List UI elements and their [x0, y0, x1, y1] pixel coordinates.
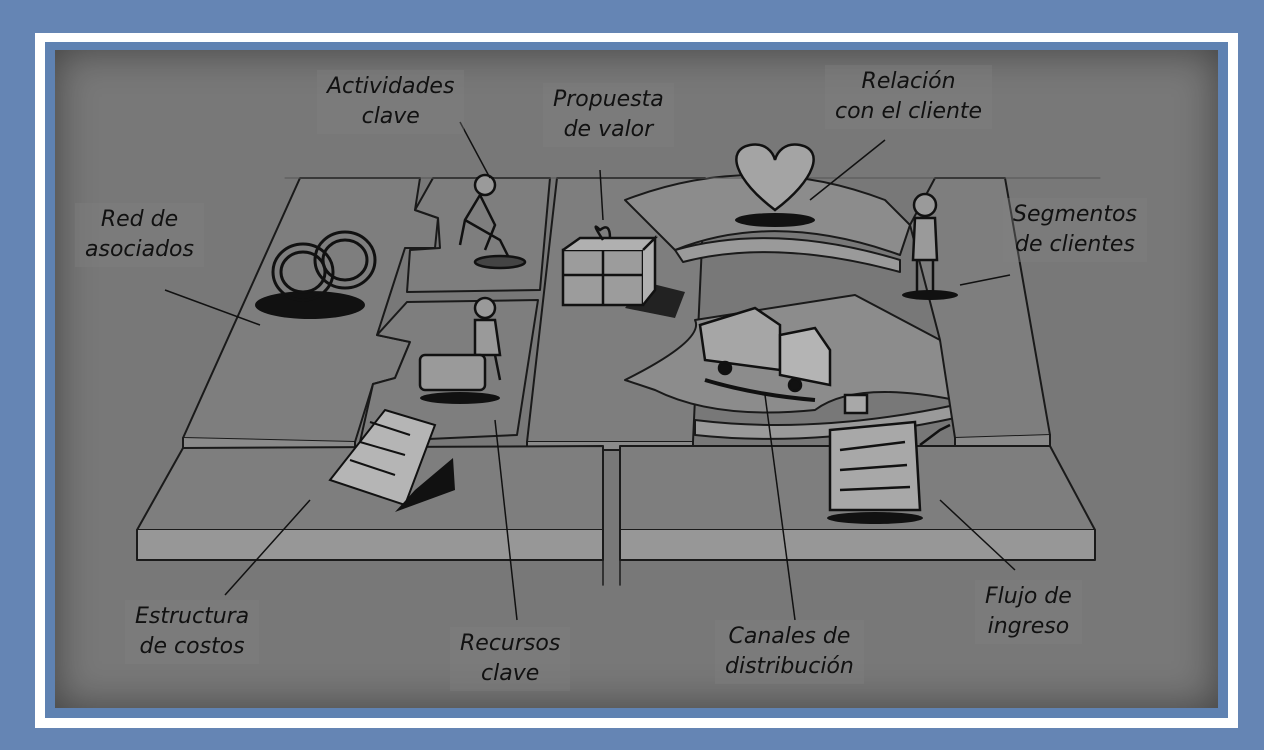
label-flujo-ingreso-line1: Flujo de — [985, 584, 1072, 609]
label-canales-distribucion-line2: distribución — [725, 654, 854, 679]
digging-person-icon — [458, 173, 527, 270]
label-flujo-ingreso-line2: ingreso — [987, 614, 1070, 639]
label-segmentos-clientes-line1: Segmentos — [1013, 202, 1137, 227]
cash-register-icon — [827, 393, 951, 524]
canvas-illustration — [136, 121, 1101, 621]
label-actividades-clave-line2: clave — [361, 104, 420, 129]
label-actividades-clave: Actividades clave — [317, 70, 465, 134]
business-model-canvas: Red de asociados Actividades clave Propu… — [55, 50, 1218, 708]
label-canales-distribucion-line1: Canales de — [728, 624, 851, 649]
label-canales-distribucion: Canales de distribución — [715, 620, 864, 684]
label-red-asociados-line2: asociados — [85, 237, 194, 262]
document-icon — [328, 408, 455, 512]
label-red-asociados: Red de asociados — [75, 203, 204, 267]
standing-person-icon — [902, 192, 958, 300]
label-estructura-costos-line1: Estructura — [135, 604, 250, 629]
relationship-arc-base — [674, 237, 901, 273]
label-estructura-costos: Estructura de costos — [125, 600, 260, 664]
center-divider — [602, 445, 621, 586]
cost-structure-edge — [136, 529, 604, 561]
worker-with-box-icon — [418, 296, 502, 404]
label-propuesta-valor-line2: de valor — [563, 117, 654, 142]
revenue-block-edge — [619, 529, 1096, 561]
label-flujo-ingreso: Flujo de ingreso — [975, 580, 1082, 644]
label-relacion-cliente: Relación con el cliente — [825, 65, 993, 129]
label-segmentos-clientes-line2: de clientes — [1015, 232, 1135, 257]
heart-icon — [735, 143, 815, 227]
leader-lines — [164, 121, 1016, 621]
delivery-truck-icon — [698, 306, 832, 402]
label-segmentos-clientes: Segmentos de clientes — [1003, 198, 1147, 262]
label-actividades-clave-line1: Actividades — [327, 74, 455, 99]
label-propuesta-valor: Propuesta de valor — [543, 83, 674, 147]
label-relacion-cliente-line2: con el cliente — [835, 99, 983, 124]
label-recursos-clave-line2: clave — [481, 661, 540, 686]
gift-box-icon — [561, 225, 685, 318]
label-estructura-costos-line2: de costos — [139, 634, 245, 659]
label-propuesta-valor-line1: Propuesta — [553, 87, 664, 112]
label-recursos-clave: Recursos clave — [450, 627, 571, 691]
label-red-asociados-line1: Red de — [100, 207, 179, 232]
rings-icon — [255, 230, 377, 319]
label-relacion-cliente-line1: Relación — [861, 69, 956, 94]
label-recursos-clave-line1: Recursos — [460, 631, 561, 656]
